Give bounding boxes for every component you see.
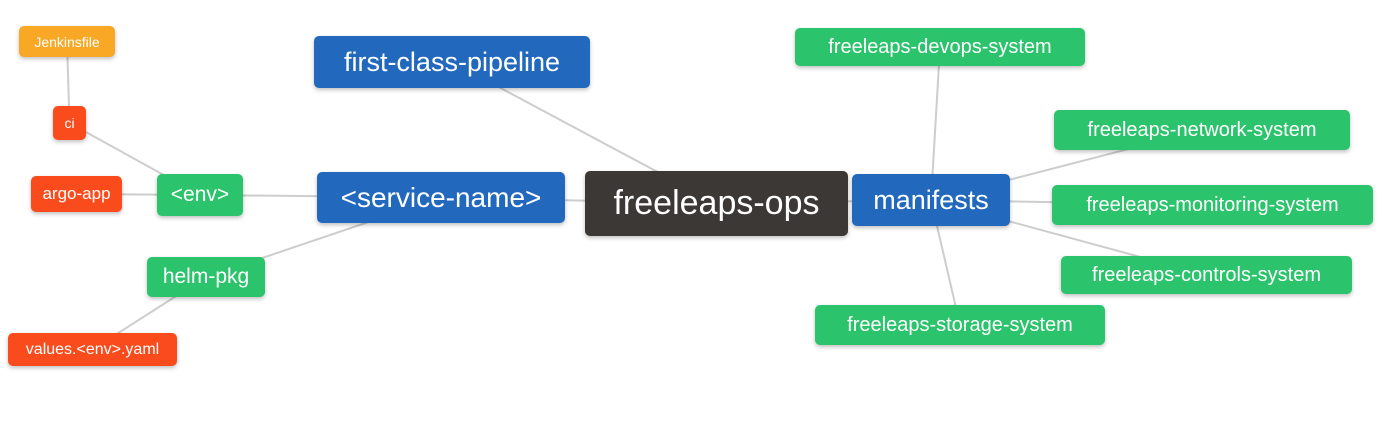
node-helm-pkg[interactable]: helm-pkg (147, 257, 265, 297)
node-freeleaps-ops-root[interactable]: freeleaps-ops (585, 171, 848, 236)
node-freeleaps-storage-system[interactable]: freeleaps-storage-system (815, 305, 1105, 345)
node-freeleaps-devops-system[interactable]: freeleaps-devops-system (795, 28, 1085, 66)
node-freeleaps-monitoring-system[interactable]: freeleaps-monitoring-system (1052, 185, 1373, 225)
node-manifests[interactable]: manifests (852, 174, 1010, 226)
node-first-class-pipeline[interactable]: first-class-pipeline (314, 36, 590, 88)
node-env[interactable]: <env> (157, 174, 243, 216)
node-freeleaps-network-system[interactable]: freeleaps-network-system (1054, 110, 1350, 150)
node-jenkinsfile[interactable]: Jenkinsfile (19, 26, 115, 57)
node-values-env-yaml[interactable]: values.<env>.yaml (8, 333, 177, 366)
node-freeleaps-controls-system[interactable]: freeleaps-controls-system (1061, 256, 1352, 294)
node-service-name[interactable]: <service-name> (317, 172, 565, 223)
node-ci[interactable]: ci (53, 106, 86, 140)
node-argo-app[interactable]: argo-app (31, 176, 122, 212)
